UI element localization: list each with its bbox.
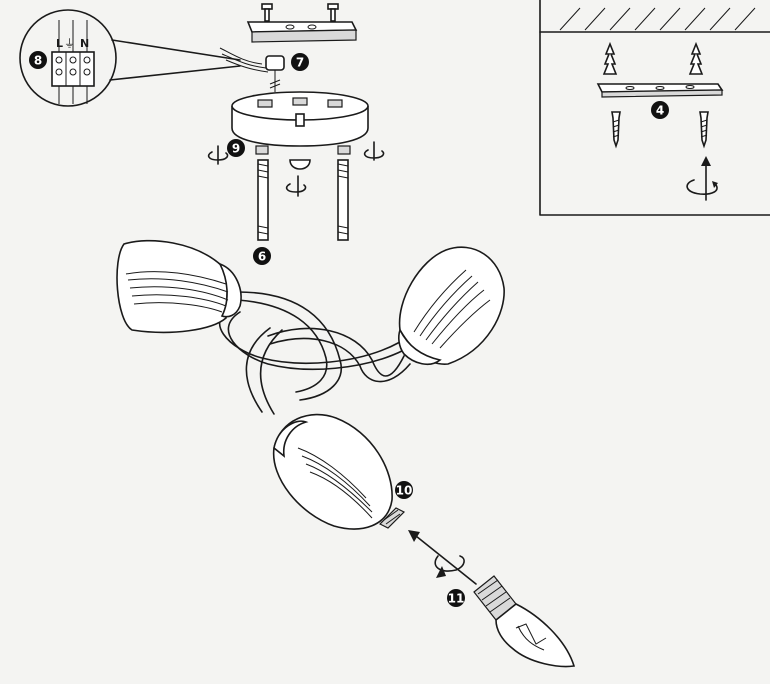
- wall-plug-icon: [602, 41, 618, 75]
- glass-shade-bottom: [272, 413, 393, 530]
- terminal-label-l: L: [56, 37, 63, 50]
- ground-icon: ⏚: [64, 37, 75, 50]
- svg-text:7: 7: [296, 56, 304, 70]
- step-badge-11: 11: [447, 589, 465, 607]
- mounting-bracket: [596, 83, 724, 98]
- svg-text:8: 8: [34, 54, 42, 68]
- ceiling-mount-inset: 4: [539, 0, 770, 216]
- nut-icon: [255, 145, 269, 155]
- step-badge-10: 10: [395, 481, 413, 499]
- wire-connector: [219, 47, 285, 92]
- lamp-socket-ring: [378, 507, 406, 529]
- rotate-arrow-icon: [686, 156, 718, 201]
- screw-icon: [611, 111, 621, 149]
- glass-shade-right: [398, 246, 505, 366]
- threaded-rod: [337, 159, 349, 241]
- threaded-rod: [257, 159, 269, 241]
- rotate-arrow-icon: [207, 145, 229, 165]
- step-badge-7: 7: [291, 53, 309, 71]
- step-badge-8: 8: [29, 51, 47, 69]
- terminal-label-n: N: [80, 37, 89, 50]
- screw-icon: [699, 111, 709, 149]
- terminal-block-detail: L N ⏚ 8: [19, 9, 241, 107]
- insert-arrow-icon: [408, 530, 477, 585]
- candle-bulb-icon: [473, 575, 576, 668]
- svg-text:6: 6: [258, 250, 266, 264]
- ceiling-hatching: [559, 7, 756, 31]
- svg-text:4: 4: [656, 104, 664, 118]
- chandelier-arms: [219, 291, 411, 415]
- svg-text:11: 11: [448, 592, 465, 606]
- svg-text:9: 9: [232, 142, 240, 156]
- step-badge-4: 4: [651, 101, 669, 119]
- step-badge-9: 9: [227, 139, 245, 157]
- wall-plug-icon: [688, 41, 704, 75]
- canopy-base: [231, 91, 369, 147]
- nut-icon: [337, 145, 351, 155]
- rotate-arrow-icon: [363, 141, 385, 161]
- screw-icon: [327, 3, 339, 22]
- finial-cap: [285, 159, 311, 197]
- glass-shade-left: [116, 239, 242, 334]
- svg-text:10: 10: [396, 484, 413, 498]
- ceiling-bracket: [246, 3, 358, 43]
- screw-icon: [261, 3, 273, 22]
- step-badge-6: 6: [253, 247, 271, 265]
- terminal-block: [51, 20, 95, 104]
